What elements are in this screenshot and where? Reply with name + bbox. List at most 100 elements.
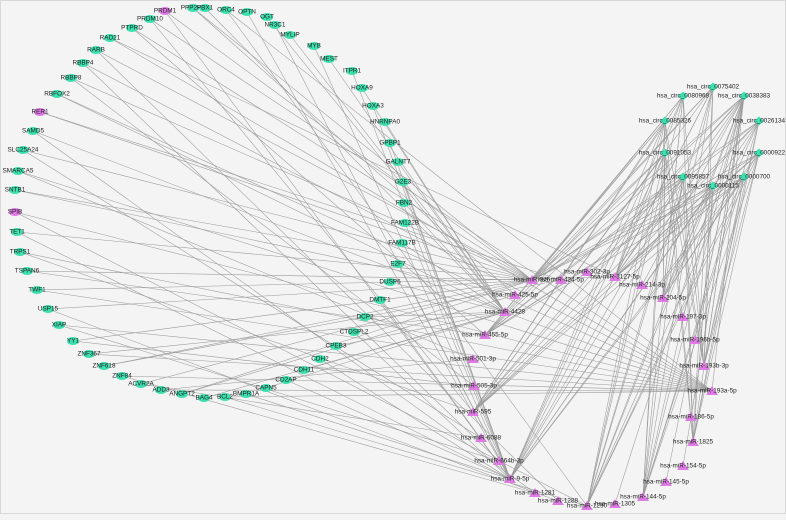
- gene-node[interactable]: [126, 24, 138, 32]
- circrna-node[interactable]: [739, 91, 749, 101]
- mirna-node[interactable]: [677, 461, 689, 470]
- mirna-node[interactable]: [689, 335, 701, 344]
- mirna-node[interactable]: [509, 290, 521, 299]
- gene-node[interactable]: [397, 178, 409, 186]
- mirna-node[interactable]: [499, 307, 511, 316]
- mirna-node[interactable]: [581, 501, 593, 510]
- gene-node[interactable]: [31, 286, 43, 294]
- circrna-node[interactable]: [708, 181, 718, 191]
- gene-node[interactable]: [399, 219, 411, 227]
- gene-node[interactable]: [187, 4, 199, 12]
- gene-node[interactable]: [367, 102, 379, 110]
- gene-node[interactable]: [198, 394, 210, 402]
- gene-node[interactable]: [42, 305, 54, 313]
- gene-node[interactable]: [65, 74, 77, 82]
- gene-node[interactable]: [384, 278, 396, 286]
- circrna-node[interactable]: [754, 148, 764, 158]
- gene-node[interactable]: [17, 146, 29, 154]
- gene-node[interactable]: [323, 55, 335, 63]
- mirna-node[interactable]: [685, 412, 697, 421]
- mirna-node[interactable]: [529, 488, 541, 497]
- gene-node[interactable]: [14, 248, 26, 256]
- mirna-node[interactable]: [467, 354, 479, 363]
- circ-mirna-edge: [692, 152, 760, 443]
- circrna-node[interactable]: [739, 172, 749, 182]
- circrna-node[interactable]: [754, 116, 764, 126]
- gene-node[interactable]: [27, 127, 39, 135]
- gene-node[interactable]: [116, 372, 128, 380]
- gene-node[interactable]: [21, 267, 33, 275]
- mirna-node[interactable]: [609, 499, 621, 508]
- mirna-node[interactable]: [706, 386, 718, 395]
- gene-node[interactable]: [241, 8, 253, 16]
- mirna-node[interactable]: [467, 407, 479, 416]
- mirna-node[interactable]: [475, 433, 487, 442]
- gene-node[interactable]: [90, 46, 102, 54]
- gene-node[interactable]: [53, 321, 65, 329]
- gene-node[interactable]: [398, 199, 410, 207]
- mirna-node[interactable]: [581, 267, 593, 276]
- gene-node[interactable]: [12, 167, 24, 175]
- gene-node[interactable]: [298, 366, 310, 374]
- gene-node[interactable]: [348, 328, 360, 336]
- gene-node[interactable]: [9, 186, 21, 194]
- circrna-node[interactable]: [660, 116, 670, 126]
- circrna-node[interactable]: [678, 91, 688, 101]
- gene-node[interactable]: [330, 342, 342, 350]
- gene-node[interactable]: [11, 228, 23, 236]
- mirna-node[interactable]: [637, 492, 649, 501]
- circrna-node[interactable]: [660, 148, 670, 158]
- gene-node[interactable]: [260, 384, 272, 392]
- gene-node[interactable]: [176, 390, 188, 398]
- mirna-node[interactable]: [552, 496, 564, 505]
- gene-node[interactable]: [359, 313, 371, 321]
- gene-node[interactable]: [269, 21, 281, 29]
- gene-node[interactable]: [9, 208, 21, 216]
- gene-node[interactable]: [396, 239, 408, 247]
- mirna-node[interactable]: [677, 312, 689, 321]
- gene-node[interactable]: [199, 4, 211, 12]
- gene-node[interactable]: [135, 380, 147, 388]
- mirna-node[interactable]: [555, 275, 567, 284]
- circrna-node[interactable]: [708, 82, 718, 92]
- circ-mirna-edge: [642, 152, 760, 498]
- gene-node[interactable]: [98, 362, 110, 370]
- gene-node[interactable]: [104, 34, 116, 42]
- gene-node[interactable]: [346, 67, 358, 75]
- mirna-node[interactable]: [657, 293, 669, 302]
- mirna-node[interactable]: [660, 477, 672, 486]
- gene-node[interactable]: [83, 350, 95, 358]
- mirna-node[interactable]: [687, 437, 699, 446]
- gene-node[interactable]: [51, 90, 63, 98]
- mirna-node[interactable]: [526, 275, 538, 284]
- gene-node[interactable]: [374, 296, 386, 304]
- gene-node[interactable]: [155, 386, 167, 394]
- mirna-node[interactable]: [493, 456, 505, 465]
- gene-node[interactable]: [240, 390, 252, 398]
- mirna-node[interactable]: [468, 381, 480, 390]
- mirna-node[interactable]: [698, 361, 710, 370]
- gene-node[interactable]: [392, 158, 404, 166]
- gene-node[interactable]: [356, 84, 368, 92]
- mirna-node[interactable]: [636, 280, 648, 289]
- gene-label: TWF1: [28, 287, 46, 294]
- gene-node[interactable]: [144, 15, 156, 23]
- gene-node[interactable]: [384, 139, 396, 147]
- gene-node[interactable]: [314, 355, 326, 363]
- gene-node[interactable]: [159, 7, 171, 15]
- gene-node[interactable]: [261, 13, 273, 21]
- mirna-node[interactable]: [609, 272, 621, 281]
- circrna-node[interactable]: [678, 172, 688, 182]
- gene-node[interactable]: [280, 376, 292, 384]
- mirna-node[interactable]: [479, 330, 491, 339]
- gene-node[interactable]: [77, 59, 89, 67]
- gene-node[interactable]: [392, 260, 404, 268]
- gene-node[interactable]: [34, 108, 46, 116]
- gene-node[interactable]: [379, 118, 391, 126]
- gene-node[interactable]: [220, 6, 232, 14]
- gene-node[interactable]: [219, 393, 231, 401]
- gene-node[interactable]: [284, 31, 296, 39]
- mirna-node[interactable]: [504, 474, 516, 483]
- gene-node[interactable]: [308, 42, 320, 50]
- gene-node[interactable]: [67, 337, 79, 345]
